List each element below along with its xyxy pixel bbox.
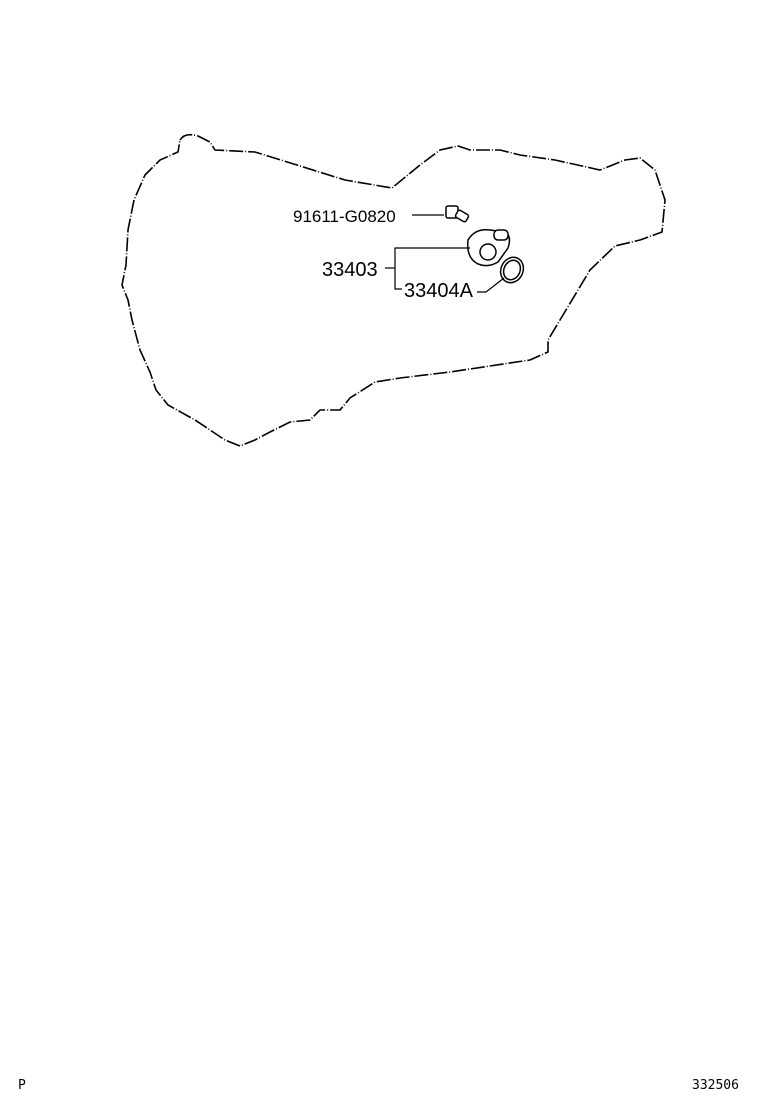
bolt-icon <box>445 205 470 223</box>
part-label-o-ring: 33404A <box>404 280 474 302</box>
part-label-sensor: 33403 <box>322 259 378 281</box>
part-label-bolt: 91611-G0820 <box>293 207 396 226</box>
illustration-number: 332506 <box>692 1078 739 1093</box>
transmission-case-outline <box>121 133 666 447</box>
page-code-left: P <box>18 1078 26 1093</box>
o-ring-icon <box>499 256 525 284</box>
speed-sensor-icon <box>466 228 511 267</box>
